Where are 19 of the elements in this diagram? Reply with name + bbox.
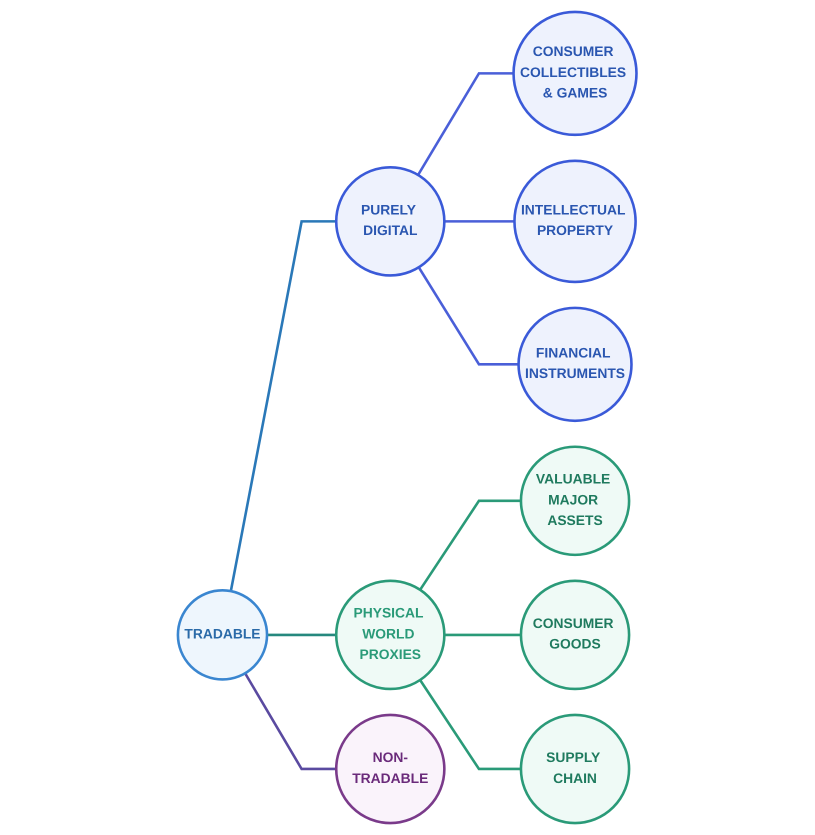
- connector: [444, 220, 515, 223]
- node-circle: SUPPLY CHAIN: [520, 714, 631, 824]
- connector: [230, 220, 337, 592]
- connector: [419, 500, 522, 591]
- node-circle: PHYSICAL WORLD PROXIES: [335, 580, 446, 690]
- connector: [417, 72, 514, 176]
- node-circle: CONSUMER COLLECTIBLES & GAMES: [512, 10, 638, 136]
- node-circle: INTELLECTUAL PROPERTY: [513, 160, 638, 284]
- node-circle: VALUABLE MAJOR ASSETS: [520, 445, 631, 556]
- connector: [444, 634, 522, 636]
- connector: [419, 679, 522, 770]
- node-circle: TRADABLE: [176, 589, 269, 681]
- connector: [418, 266, 519, 366]
- connector: [267, 634, 337, 636]
- node-circle: NON-TRADABLE: [335, 714, 446, 824]
- node-circle: FINANCIAL INSTRUMENTS: [518, 306, 634, 422]
- node-circle: PURELY DIGITAL: [335, 166, 446, 277]
- connector: [244, 672, 337, 770]
- node-circle: CONSUMER GOODS: [520, 580, 631, 690]
